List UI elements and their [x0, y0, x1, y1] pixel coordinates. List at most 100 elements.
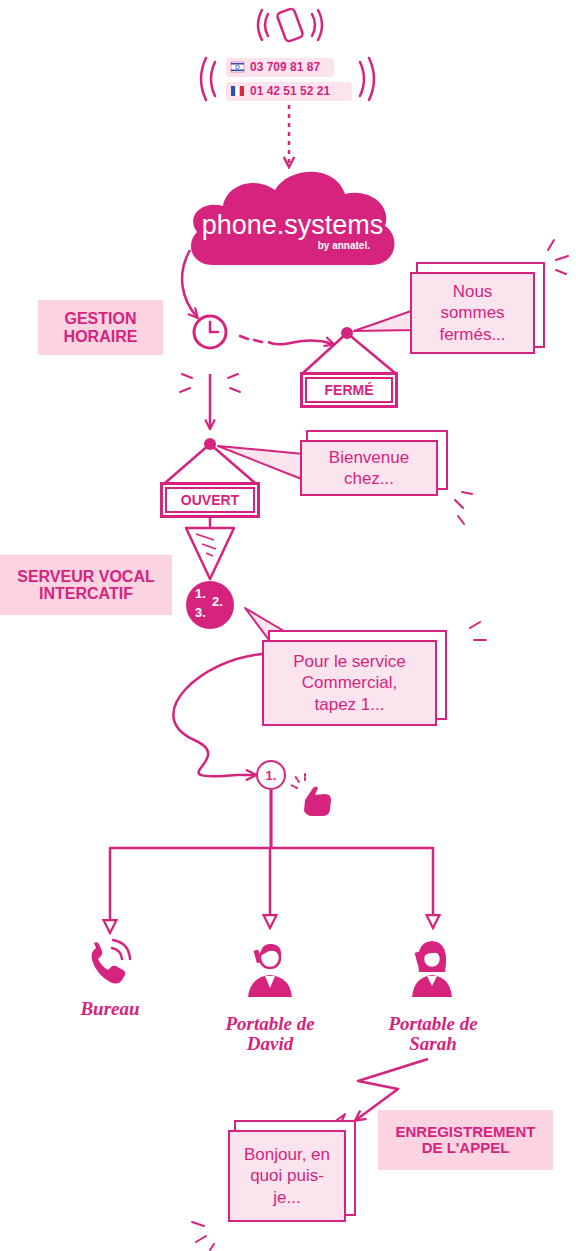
flag-field [231, 62, 244, 72]
ring-waves [201, 58, 374, 100]
connector-arrow [110, 790, 271, 933]
callout-tail [218, 446, 304, 480]
sign-hanger [165, 438, 255, 483]
office-phone-icon [92, 940, 131, 984]
node-text: 1. [195, 587, 206, 600]
node-text: Portable de David [225, 1014, 315, 1053]
node-text: ENREGISTREMENT DE L'APPEL [386, 1124, 545, 1156]
section-band: GESTION HORAIRE [38, 300, 163, 355]
connector-arrow [271, 790, 433, 928]
hanging-sign: OUVERT [160, 482, 260, 518]
node-text: GESTION HORAIRE [46, 310, 155, 345]
flag-stripe [231, 63, 244, 65]
sign-hanger [303, 327, 395, 373]
body [412, 975, 452, 997]
flag-stripe [231, 86, 235, 96]
speech-callout: Bienvenue chez... [300, 440, 438, 496]
ring-waves [112, 940, 130, 959]
node-text: Nous sommes fermés... [426, 281, 519, 345]
hair [260, 944, 281, 956]
key-circle: 1. [256, 760, 286, 790]
hair [418, 941, 446, 972]
destination: Portable de David [215, 930, 325, 1055]
cloud-fill [191, 172, 395, 265]
flag-stripe [235, 86, 239, 96]
body [248, 975, 292, 997]
tap-marks [291, 773, 305, 788]
fringe [423, 947, 442, 956]
node-text: FERMÉ [325, 382, 374, 398]
spark-lines [180, 374, 240, 392]
phone-body [276, 8, 303, 42]
connector-line [173, 654, 262, 776]
hanger-nail [204, 438, 216, 450]
node-text: Pour le service Commercial, tapez 1... [282, 651, 417, 715]
flag-star [236, 65, 240, 69]
shirt [265, 976, 275, 988]
connector-arrow [186, 518, 234, 579]
arrow-hatch [196, 534, 216, 556]
node-text: Portable de Sarah [388, 1014, 478, 1053]
connector-arrow [270, 790, 271, 928]
menu-circle: 1. 2. 3. [186, 581, 234, 629]
collar [427, 976, 437, 986]
israel-flag [231, 62, 244, 72]
speech-callout: Nous sommes fermés... [410, 272, 535, 354]
node-text: Bienvenue chez... [316, 447, 422, 490]
phone-icon [258, 8, 322, 42]
node-text: 01 42 51 52 21 [250, 82, 330, 101]
callout-tail [245, 608, 306, 644]
clock-icon [194, 316, 226, 348]
mobile-phone [415, 951, 423, 965]
destination: Portable de Sarah [378, 930, 488, 1055]
node-text: 2. [212, 595, 223, 608]
node-text: Bureau [80, 999, 139, 1018]
head [423, 950, 441, 968]
head [260, 948, 280, 968]
flow-arrow [182, 250, 197, 317]
phone-number-pill: 03 709 81 87 [226, 58, 334, 77]
spark-lines [192, 240, 568, 1250]
hanger-nail [341, 327, 353, 339]
cloud-shape: phone.systemsby annatel. [185, 162, 400, 267]
woman-icon [412, 941, 452, 997]
node-text: SERVEUR VOCAL INTERCATIF [8, 568, 164, 603]
arrow-stem [209, 518, 212, 528]
connector-line [270, 790, 271, 928]
speech-callout: Bonjour, en quoi puis-je... [228, 1130, 346, 1222]
node-text: 03 709 81 87 [250, 58, 320, 77]
hand-shape [304, 787, 331, 817]
flow-arrow [209, 374, 212, 428]
pointing-hand [291, 773, 331, 816]
connector-line [356, 1059, 428, 1120]
hanger-string [303, 333, 395, 373]
phone-number-pill: 01 42 51 52 21 [226, 82, 352, 101]
dash-marks [240, 336, 262, 342]
flag-stripe [231, 70, 244, 72]
france-flag [231, 86, 244, 96]
man-icon [248, 944, 292, 997]
destination: Bureau [55, 935, 165, 1020]
arrow-head [186, 528, 234, 579]
node-text: OUVERT [181, 492, 239, 508]
ring-waves [258, 10, 322, 40]
node-text: Bonjour, en quoi puis-je... [244, 1144, 330, 1208]
flow-arrow [268, 341, 333, 345]
node-text: phone.systems [202, 210, 384, 240]
speech-callout: Pour le service Commercial, tapez 1... [262, 640, 437, 726]
section-band: SERVEUR VOCAL INTERCATIF [0, 555, 172, 615]
connector-line [110, 790, 271, 933]
connector-line [271, 790, 433, 928]
clock-face [194, 316, 226, 348]
connector-arrow [289, 105, 290, 166]
callout-tail [354, 310, 414, 331]
mobile-phone [254, 949, 262, 963]
flag-stripe [240, 86, 244, 96]
clock-hands [210, 322, 218, 332]
hanging-sign: FERMÉ [300, 372, 398, 408]
node-text: 3. [195, 606, 206, 619]
node-text: by annatel. [318, 240, 370, 251]
hanger-string [165, 444, 255, 483]
